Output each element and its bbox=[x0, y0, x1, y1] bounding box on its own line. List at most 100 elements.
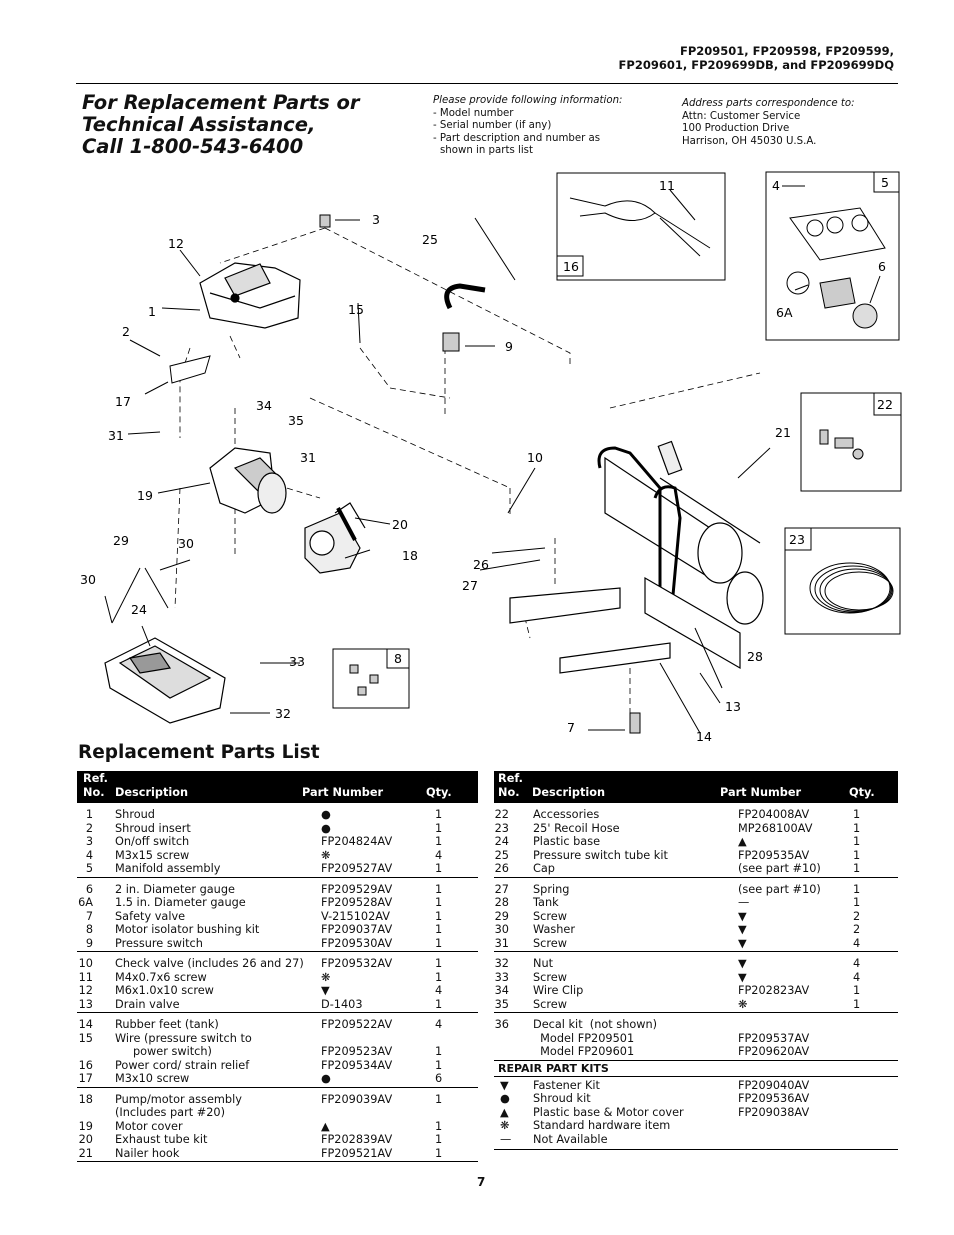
description-cell: Accessories bbox=[533, 808, 600, 821]
description-cell: Rubber feet (tank) bbox=[115, 1018, 219, 1031]
description-cell: power switch) bbox=[115, 1045, 212, 1058]
ref-no-cell: 15 bbox=[78, 1031, 93, 1045]
repair-kits-heading: REPAIR PART KITS bbox=[494, 1061, 898, 1077]
inset-tag-22 bbox=[873, 392, 902, 416]
ref-no-cell: 27 bbox=[494, 882, 509, 896]
qty-cell: 4 bbox=[435, 848, 443, 862]
qty-cell: 1 bbox=[435, 1119, 443, 1133]
part-number-cell: FP209528AV bbox=[321, 896, 393, 909]
info-item: shown in parts list bbox=[440, 145, 533, 156]
callout-30b: 30 bbox=[80, 572, 96, 587]
ref-no-cell: 21 bbox=[78, 1146, 93, 1160]
qty-cell: 1 bbox=[435, 835, 443, 848]
ref-no-cell: 17 bbox=[78, 1072, 93, 1085]
part-number-cell: (see part #10) bbox=[738, 862, 821, 875]
part-number-cell: ▼ bbox=[738, 970, 747, 984]
ref-no-cell: 20 bbox=[78, 1133, 93, 1146]
callout-34: 34 bbox=[256, 398, 272, 413]
address-line: Attn: Customer Service bbox=[682, 110, 801, 122]
safety-valve-drawing bbox=[629, 712, 641, 734]
ref-no-cell: 31 bbox=[494, 936, 509, 950]
description-cell: Screw bbox=[533, 970, 567, 984]
description-cell: M3x15 screw bbox=[115, 848, 190, 862]
description-cell: Pressure switch tube kit bbox=[533, 848, 668, 862]
leader-arrows bbox=[104, 185, 881, 734]
inset-box-16 bbox=[556, 172, 726, 281]
parts-table-right: Ref. No. Description Part Number Qty. 22… bbox=[494, 771, 898, 1150]
description-cell: Manifold assembly bbox=[115, 862, 221, 875]
callout-12: 12 bbox=[168, 236, 184, 251]
ref-no-cell: 34 bbox=[494, 984, 509, 997]
callout-9: 9 bbox=[505, 339, 513, 354]
part-number-cell: D-1403 bbox=[321, 997, 363, 1011]
description-cell: Shroud bbox=[115, 808, 155, 821]
callout-11: 11 bbox=[659, 178, 675, 193]
part-number-cell: ▼ bbox=[738, 909, 747, 923]
callout-6a: 6A bbox=[776, 305, 793, 320]
ref-no-cell: 22 bbox=[494, 808, 509, 821]
qty-cell: 1 bbox=[435, 936, 443, 950]
callout-31: 31 bbox=[108, 428, 124, 443]
manifold-drawing bbox=[786, 207, 886, 329]
repair-kit-row: —Not Available bbox=[494, 1133, 898, 1147]
inset-tag-5 bbox=[873, 171, 900, 193]
qty-cell: 1 bbox=[435, 957, 443, 970]
part-number-cell: ● bbox=[321, 808, 331, 821]
switch-drawing bbox=[319, 214, 331, 228]
header-description: Description bbox=[115, 786, 189, 799]
header-ref: Ref. bbox=[498, 772, 523, 785]
part-number-cell: ❋ bbox=[738, 997, 748, 1011]
kit-symbol: ❋ bbox=[500, 1119, 510, 1132]
kit-description: Not Available bbox=[533, 1132, 608, 1146]
description-cell: Washer bbox=[533, 923, 576, 936]
qty-cell: 1 bbox=[435, 808, 443, 821]
part-number-cell: MP268100AV bbox=[738, 821, 813, 835]
ref-no-cell: 35 bbox=[494, 997, 509, 1011]
callout-6: 6 bbox=[878, 259, 886, 274]
part-number-cell: FP209527AV bbox=[321, 862, 393, 875]
part-number-cell: FP209620AV bbox=[738, 1045, 810, 1058]
description-cell: Pump/motor assembly bbox=[115, 1092, 242, 1106]
description-cell: Power cord/ strain relief bbox=[115, 1058, 250, 1072]
description-cell: Screw bbox=[533, 909, 567, 923]
models-line-2: FP209601, FP209699DB, and FP209699DQ bbox=[618, 58, 894, 72]
ref-no-cell: 25 bbox=[494, 848, 509, 862]
part-number-cell: V-215102AV bbox=[321, 909, 390, 923]
part-number-cell: FP209037AV bbox=[321, 923, 393, 936]
header-no: No. bbox=[83, 786, 105, 799]
qty-cell: 1 bbox=[853, 896, 861, 909]
header-part-number: Part Number bbox=[720, 786, 802, 799]
qty-cell: 1 bbox=[435, 862, 443, 875]
callout-2: 2 bbox=[122, 324, 130, 339]
ref-no-cell: 12 bbox=[78, 984, 93, 997]
ref-no-cell: 29 bbox=[494, 909, 509, 923]
description-cell: 1.5 in. Diameter gauge bbox=[115, 896, 246, 909]
power-cord-drawing bbox=[569, 197, 711, 257]
callout-1: 1 bbox=[148, 304, 156, 319]
inset-label-8: 8 bbox=[394, 651, 402, 666]
callout-27: 27 bbox=[462, 578, 478, 593]
ref-no-cell: 11 bbox=[78, 970, 93, 984]
qty-cell: 1 bbox=[853, 835, 861, 848]
part-number-cell: FP209530AV bbox=[321, 936, 393, 950]
plastic-base-drawing bbox=[104, 637, 226, 724]
part-number-cell: ● bbox=[321, 1072, 331, 1085]
part-number-cell: ▲ bbox=[738, 835, 747, 848]
